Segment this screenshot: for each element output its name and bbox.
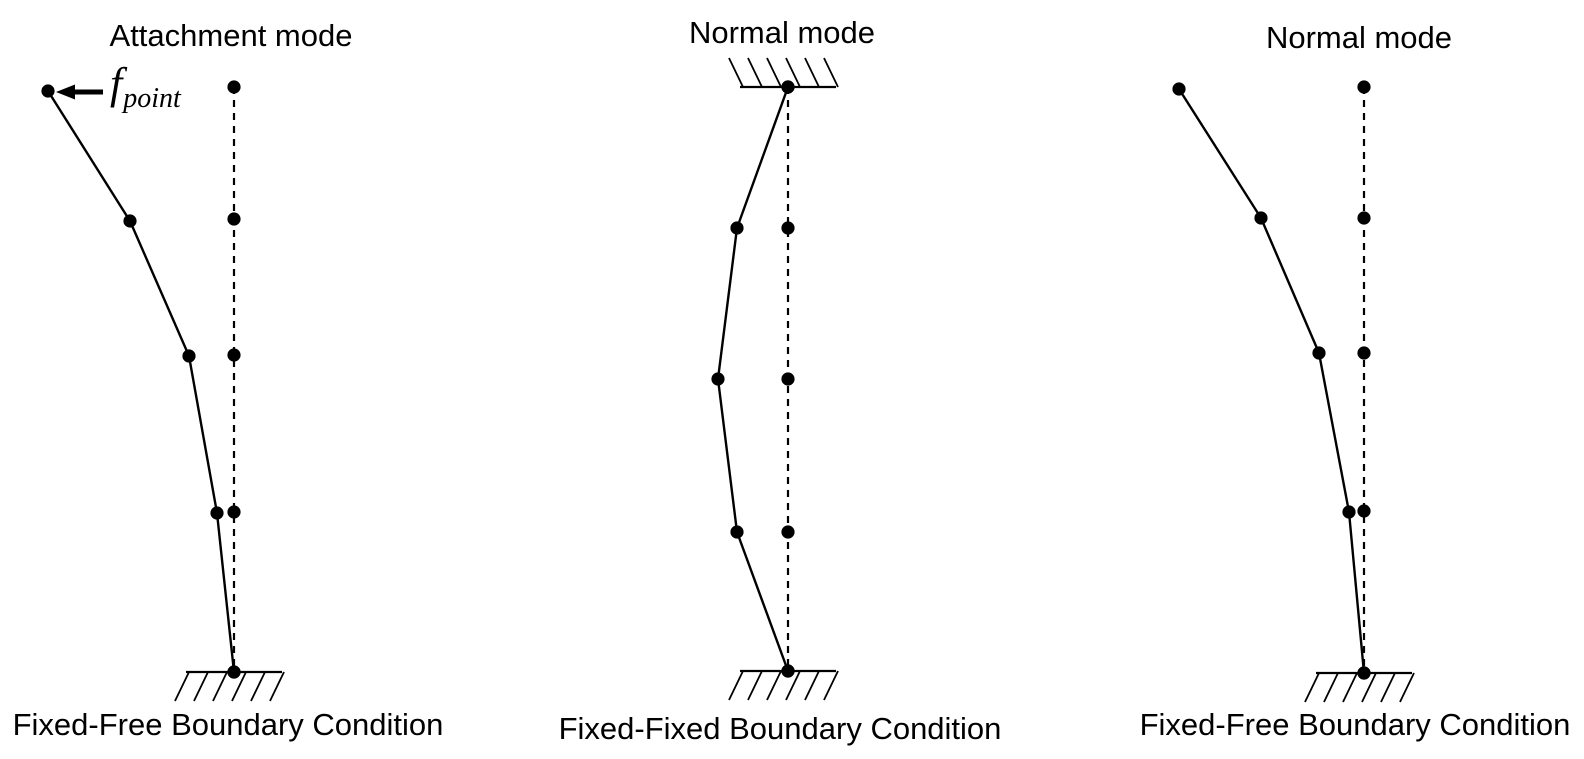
panel-caption-fixed-fixed: Fixed-Fixed Boundary Condition [558,711,1002,746]
ground-hatch [1304,672,1320,703]
node-dot [1172,82,1186,96]
node-dot [781,664,795,678]
node-dot [227,665,241,679]
node-dot [730,525,744,539]
mode-shape-line [1177,88,1366,674]
node-dot [1357,346,1371,360]
panel-title-attachment-mode: Attachment mode [109,18,353,53]
panel-caption-fixed-free-2: Fixed-Free Boundary Condition [1139,707,1571,742]
ground-hatch [747,670,763,701]
node-dot [1357,211,1371,225]
mode-shape-line [716,86,790,672]
ground-hatch [1323,672,1339,703]
node-dot [711,372,725,386]
ground-hatch [212,671,228,702]
ground-hatch [823,670,839,701]
ground-hatch [1399,672,1415,703]
ground-hatch [785,57,801,88]
ground-hatch [1361,672,1377,703]
node-dot [1312,346,1326,360]
force-symbol-f: f [110,59,123,108]
force-arrow-head [56,84,75,100]
node-dot [227,505,241,519]
ground-hatch [269,671,285,702]
ground-hatch [1342,672,1358,703]
panel-title-normal-mode-fixed-fixed: Normal mode [688,15,876,50]
force-point-label: fpoint [110,59,181,113]
node-dot [1254,211,1268,225]
node-dot [781,525,795,539]
ground-hatch [823,57,839,88]
ground-hatch [804,57,820,88]
ground-hatch [231,671,247,702]
node-dot [41,84,55,98]
ground-hatch [1380,672,1396,703]
node-dot [1357,666,1371,680]
node-dot [781,80,795,94]
ground-hatch [250,671,266,702]
ground-hatch [785,670,801,701]
node-dot [227,212,241,226]
mode-shape-line [46,90,236,673]
ground-hatch [747,57,763,88]
panel-title-normal-mode-fixed-free: Normal mode [1265,20,1453,55]
node-dot [227,348,241,362]
ground-hatch [174,671,190,702]
node-dot [210,506,224,520]
ground-hatch [728,670,744,701]
node-dot [1357,80,1371,94]
node-dot [781,372,795,386]
ground-hatch [193,671,209,702]
node-dot [730,221,744,235]
node-dot [1357,504,1371,518]
ground-hatch [804,670,820,701]
node-dot [227,80,241,94]
force-subscript-point: point [123,83,181,114]
node-dot [123,214,137,228]
panel-caption-fixed-free: Fixed-Free Boundary Condition [12,707,444,742]
ground-hatch [766,57,782,88]
ground-hatch [766,670,782,701]
node-dot [182,349,196,363]
ground-hatch [728,57,744,88]
node-dot [781,221,795,235]
node-dot [1342,505,1356,519]
